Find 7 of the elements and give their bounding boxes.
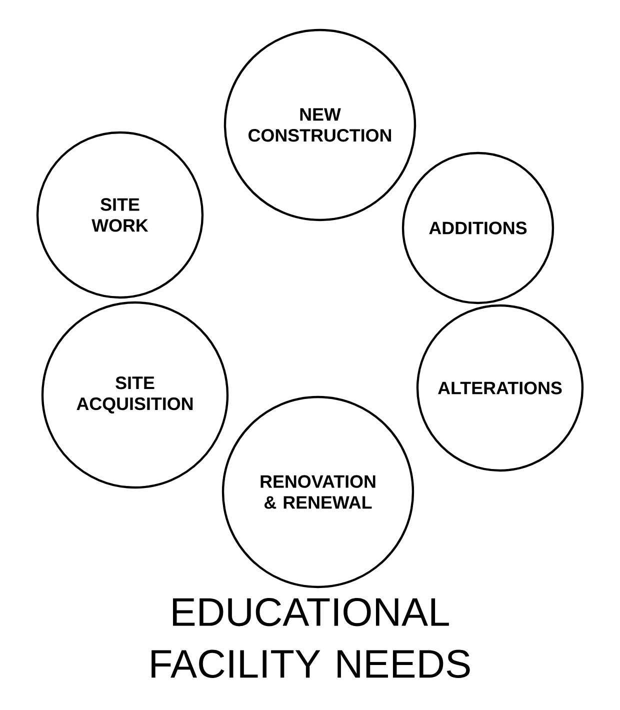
circle-node: NEW CONSTRUCTION [224, 28, 416, 222]
circle-node: ADDITIONS [402, 152, 554, 304]
circle-node: SITE WORK [36, 131, 204, 299]
circle-node: SITE ACQUISITION [41, 301, 229, 489]
circle-node: ALTERATIONS [416, 304, 584, 472]
caption: EDUCATIONAL FACILITY NEEDS [152, 598, 470, 678]
circle-node: RENOVATION & RENEWAL [222, 396, 414, 588]
